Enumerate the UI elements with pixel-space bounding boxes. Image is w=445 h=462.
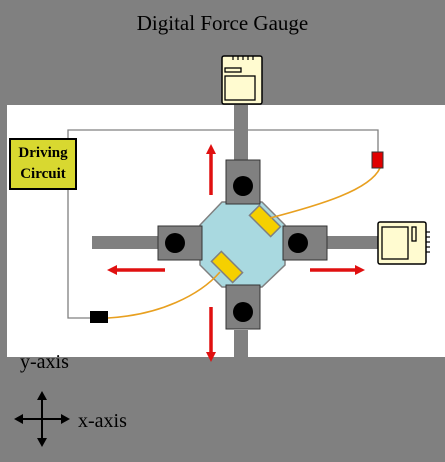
center-plate (199, 201, 286, 288)
signal-lines (67, 129, 379, 319)
wires (107, 167, 381, 319)
axis-cross-icon (14, 391, 70, 447)
black-connector (90, 311, 108, 323)
piezo-upper (248, 204, 282, 238)
piezo-elements (210, 204, 282, 284)
rods (92, 104, 378, 390)
top-force-gauge (221, 55, 263, 105)
x-axis-label: x-axis (78, 410, 127, 432)
y-axis-label: y-axis (20, 351, 69, 373)
actuator-blocks (157, 159, 328, 330)
driving-circuit-box: Driving Circuit (9, 138, 77, 190)
red-connector (371, 151, 384, 169)
right-force-gauge (377, 221, 430, 265)
driving-circuit-line2: Circuit (20, 166, 66, 182)
driving-circuit-line1: Driving (18, 145, 68, 161)
motion-arrows (107, 144, 365, 362)
diagram-title: Digital Force Gauge (136, 11, 309, 35)
piezo-lower (210, 250, 244, 284)
